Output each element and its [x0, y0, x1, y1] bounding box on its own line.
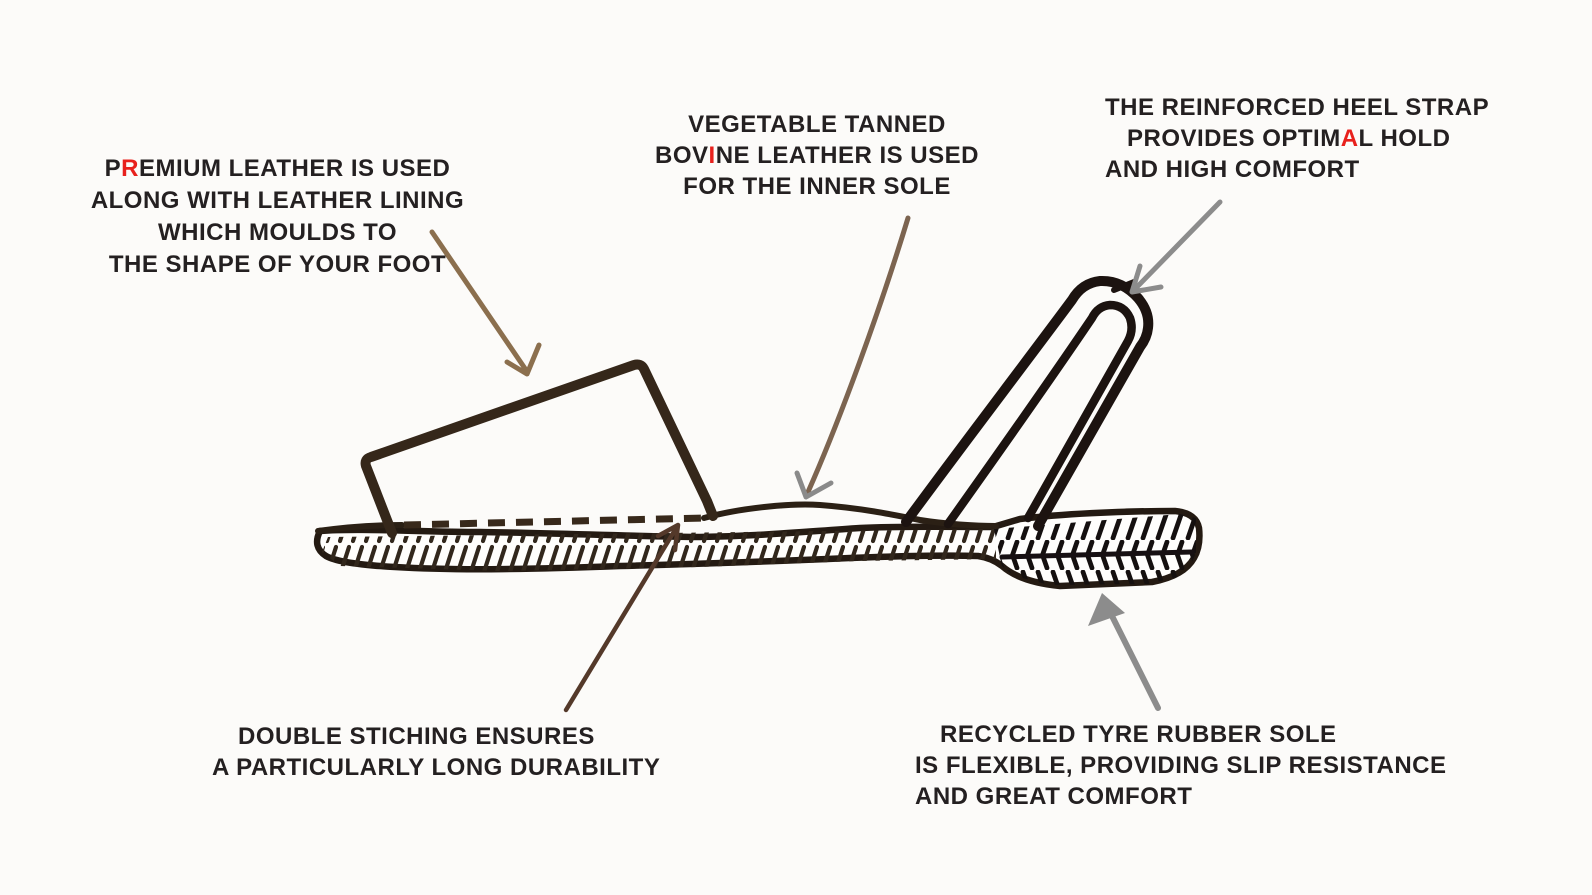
heel-strap [901, 275, 1154, 531]
arrow-inner-sole-icon [805, 215, 911, 495]
arrow-premium-leather-icon [429, 229, 542, 377]
callout-line: FOR THE INNER SOLE [683, 173, 951, 200]
stitch-dashes [403, 514, 705, 529]
accent-letter: A [1340, 125, 1359, 152]
callout-line: DOUBLE STICHING ENSURES [238, 723, 595, 750]
callout-rubber-sole: RECYCLED TYRE RUBBER SOLE IS FLEXIBLE, P… [915, 719, 1447, 812]
arrow-stitching-icon [563, 522, 681, 713]
callout-line: PREMIUM LEATHER IS USED [104, 155, 451, 182]
callout-stitching: DOUBLE STICHING ENSURES A PARTICULARLY L… [212, 721, 660, 783]
callout-heel-strap: THE REINFORCED HEEL STRAP PROVIDES OPTIM… [1105, 92, 1489, 185]
callout-line: AND GREAT COMFORT [915, 783, 1193, 810]
toe-strap [360, 359, 718, 538]
callout-premium-leather: PREMIUM LEATHER IS USED ALONG WITH LEATH… [55, 153, 500, 281]
callout-line: A PARTICULARLY LONG DURABILITY [212, 754, 661, 781]
arrow-inner-sole-head-icon [794, 470, 834, 500]
callout-line: RECYCLED TYRE RUBBER SOLE [940, 721, 1337, 748]
heel-strap-knot [1111, 279, 1137, 293]
arrow-heel-strap-icon [1129, 199, 1223, 295]
heel-tread-spine [999, 549, 1195, 560]
accent-letter: R [121, 155, 139, 182]
callout-inner-sole: VEGETABLE TANNED BOVINE LEATHER IS USED … [637, 109, 997, 202]
callout-line: THE SHAPE OF YOUR FOOT [108, 251, 447, 278]
callout-line: IS FLEXIBLE, PROVIDING SLIP RESISTANCE [915, 752, 1447, 779]
callout-line: PROVIDES OPTIMAL HOLD [1127, 125, 1451, 152]
callout-line: BOVINE LEATHER IS USED [655, 142, 979, 169]
accent-letter: I [708, 142, 716, 169]
callout-line: VEGETABLE TANNED [688, 111, 946, 138]
callout-line: AND HIGH COMFORT [1105, 156, 1360, 183]
callout-line: THE REINFORCED HEEL STRAP [1105, 94, 1490, 121]
callout-line: WHICH MOULDS TO [157, 219, 398, 246]
arrow-rubber-sole-icon [1088, 593, 1161, 711]
callout-line: ALONG WITH LEATHER LINING [90, 187, 465, 214]
